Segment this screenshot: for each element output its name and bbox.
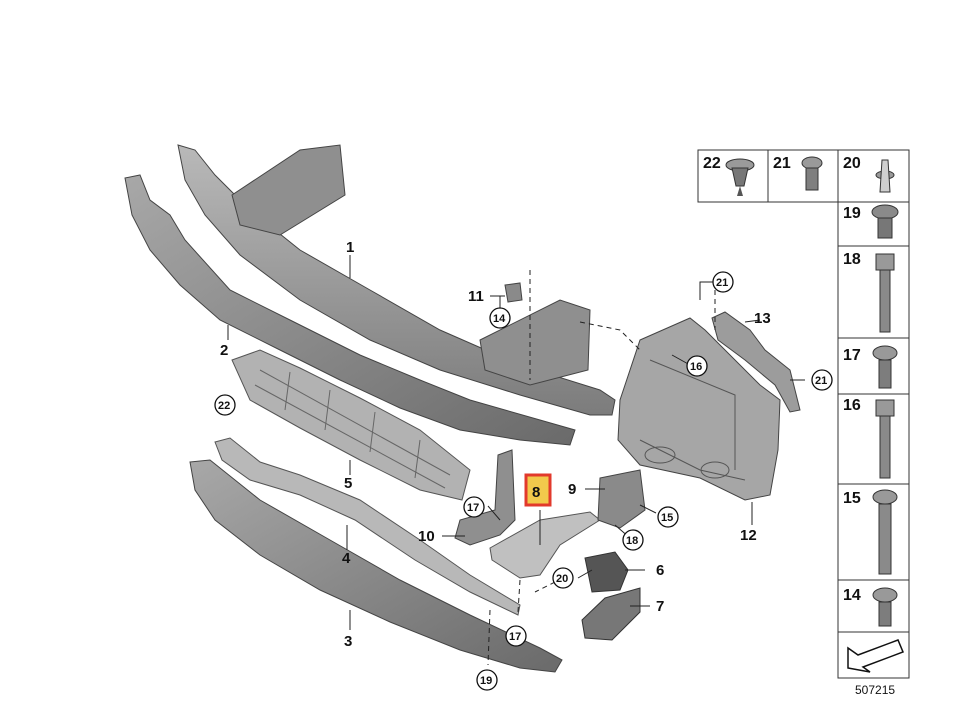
circle-callout-16: 16 (686, 355, 708, 377)
part-12-detail (639, 359, 746, 481)
circle-callout-14: 14 (489, 307, 511, 329)
callout-9: 9 (568, 481, 576, 498)
table-label-17: 17 (843, 347, 861, 364)
diagram-number: 507215 (855, 683, 895, 697)
table-label-15: 15 (843, 490, 861, 507)
part-8-bracket (489, 511, 601, 579)
part-13-seal (711, 311, 801, 413)
svg-text:20: 20 (556, 573, 568, 585)
callout-11: 11 (468, 288, 484, 305)
callout-2: 2 (220, 342, 228, 359)
fastener-21-screw-icon (801, 156, 823, 191)
table-label-20: 20 (843, 155, 861, 172)
circle-callout-22: 22 (214, 394, 236, 416)
fastener-17-bolt-icon (872, 345, 898, 389)
part-3-lower-cover (189, 459, 563, 673)
svg-text:21: 21 (716, 277, 728, 289)
circle-callout-17-upper: 17 (463, 496, 485, 518)
fastener-18-bolt-icon (875, 253, 895, 333)
table-label-21: 21 (773, 155, 791, 172)
part-2-energy-absorber (124, 174, 576, 446)
circle-callout-19: 19 (476, 669, 498, 691)
svg-text:17: 17 (467, 502, 479, 514)
circle-callout-15: 15 (657, 506, 679, 528)
callout-10: 10 (418, 528, 435, 545)
svg-text:16: 16 (690, 361, 702, 373)
part-11-clip (504, 282, 523, 303)
svg-text:22: 22 (218, 400, 230, 412)
callout-7: 7 (656, 598, 664, 615)
callout-4: 4 (342, 550, 351, 567)
part-6-pad (584, 551, 629, 593)
callout-6: 6 (656, 562, 664, 579)
fastener-16-bolt-icon (875, 399, 895, 479)
table-label-22: 22 (703, 155, 721, 172)
callout-12: 12 (740, 527, 757, 544)
part-1-left-mount (231, 144, 346, 236)
part-9-holder (597, 469, 646, 529)
direction-arrow-icon (847, 639, 904, 673)
callout-13: 13 (754, 310, 771, 327)
circle-callout-20: 20 (552, 567, 574, 589)
svg-text:17: 17 (509, 631, 521, 643)
circle-callout-18: 18 (622, 529, 644, 551)
circle-callout-21-lower: 21 (811, 369, 833, 391)
callout-1: 1 (346, 239, 354, 256)
table-label-19: 19 (843, 205, 861, 222)
svg-text:14: 14 (493, 313, 506, 325)
circle-callout-17-lower: 17 (505, 625, 527, 647)
callout-8-highlight (524, 473, 552, 507)
callout-5: 5 (344, 475, 352, 492)
part-5-grid (254, 369, 451, 489)
callout-8: 8 (532, 484, 540, 501)
svg-text:15: 15 (661, 512, 673, 524)
fastener-15-bolt-icon (872, 489, 898, 575)
svg-text:19: 19 (480, 675, 492, 687)
svg-text:21: 21 (815, 375, 827, 387)
fastener-20-rivet-icon (875, 159, 895, 193)
fastener-14-bolt-icon (872, 587, 898, 627)
part-10-bracket (454, 449, 516, 546)
circle-callout-21-upper: 21 (712, 271, 734, 293)
fastener-22-clip-icon (725, 158, 755, 196)
part-1-right-mount (479, 299, 591, 386)
table-label-16: 16 (843, 397, 861, 414)
part-7-cover (581, 587, 641, 641)
part-4-trim-strip (214, 437, 521, 616)
svg-text:18: 18 (626, 535, 638, 547)
table-label-18: 18 (843, 251, 861, 268)
table-label-14: 14 (843, 587, 861, 604)
dashed-lines (487, 270, 716, 666)
callout-3: 3 (344, 633, 352, 650)
fastener-19-nut-icon (871, 204, 899, 239)
